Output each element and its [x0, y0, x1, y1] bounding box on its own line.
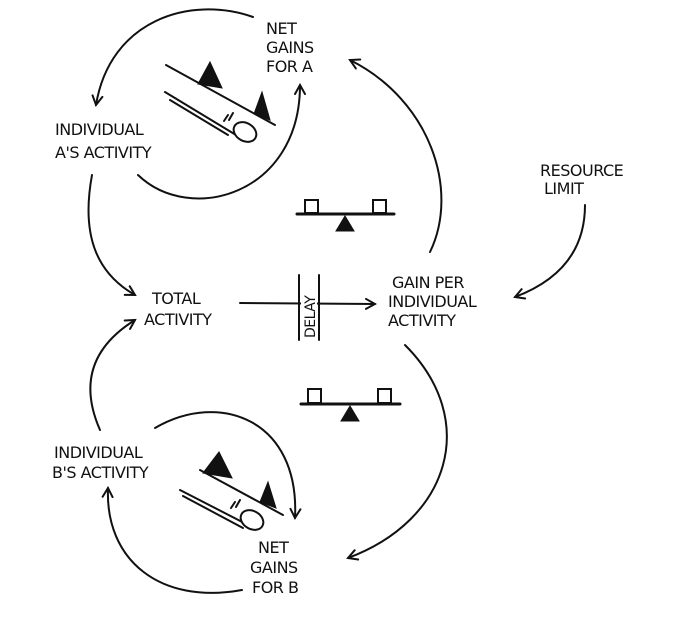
node-gain-per-activity: GAIN PER INDIVIDUAL ACTIVITY [388, 273, 477, 330]
node-label-line: ACTIVITY [144, 310, 212, 329]
arrow-individual-a-to-total [87, 174, 135, 295]
snowball [232, 121, 258, 143]
node-label-line: B'S ACTIVITY [52, 463, 149, 482]
arrow-gain-per-to-net-b [348, 344, 448, 558]
balance-seesaw-icon [295, 199, 396, 232]
tree-icon [253, 90, 271, 121]
motion-lines [223, 112, 234, 122]
node-label-line: INDIVIDUAL [54, 443, 143, 462]
arrow-individual-b-to-net-b [154, 411, 295, 518]
node-label-line: FOR A [266, 57, 313, 76]
node-label-line: INDIVIDUAL [388, 292, 477, 311]
node-individual-b: INDIVIDUAL B'S ACTIVITY [52, 443, 149, 482]
snow-trail [164, 91, 237, 136]
balance-seesaw-icon [299, 388, 402, 422]
snow-trail [169, 99, 229, 136]
motion-lines [230, 499, 241, 509]
arrow-net-a-to-individual-a [96, 8, 254, 105]
snowball [239, 509, 265, 531]
hill-slope [199, 469, 284, 516]
node-net-gains-a: NET GAINS FOR A [266, 19, 315, 76]
node-label-line: RESOURCE [540, 161, 624, 180]
node-label-line: NET [258, 538, 289, 557]
snow-trail [179, 489, 251, 527]
node-label-line: GAIN PER [392, 273, 464, 292]
node-individual-a: INDIVIDUAL A'S ACTIVITY [55, 120, 152, 162]
node-label-line: NET [266, 19, 297, 38]
node-total-activity: TOTAL ACTIVITY [144, 289, 213, 329]
seesaw-weight [307, 388, 322, 404]
node-label-line: A'S ACTIVITY [55, 143, 152, 162]
node-label-line: TOTAL [151, 289, 201, 308]
node-label-line: GAINS [250, 558, 298, 577]
node-label-line: LIMIT [544, 179, 584, 198]
tree-icon [202, 451, 233, 479]
node-label-line: ACTIVITY [388, 311, 456, 330]
arrow-gain-per-to-net-a [350, 60, 443, 253]
delay-label: DELAY [303, 295, 319, 338]
delay-backdrop [301, 277, 317, 339]
seesaw-fulcrum [335, 215, 355, 232]
arrow-resource-to-gain-per [515, 204, 586, 297]
tree-icon [197, 60, 223, 89]
seesaw-weight [304, 199, 319, 214]
seesaw-weight [372, 199, 387, 214]
delay-marker: DELAY [298, 274, 320, 341]
arrow-individual-a-to-net-a [137, 85, 300, 200]
tree-icon [259, 480, 277, 509]
snow-trail [182, 495, 244, 529]
arrow-net-b-to-individual-b [108, 488, 243, 594]
snowball-hill-icon [164, 60, 276, 143]
node-label-line: FOR B [252, 578, 298, 597]
node-label-line: GAINS [266, 38, 314, 57]
seesaw-fulcrum [340, 405, 360, 422]
node-resource-limit: RESOURCE LIMIT [540, 161, 624, 198]
node-label-line: INDIVIDUAL [55, 120, 144, 139]
node-net-gains-b: NET GAINS FOR B [250, 538, 299, 597]
snowball-hill-icon [179, 451, 284, 531]
arrow-individual-b-to-total [89, 320, 135, 431]
seesaw-weight [377, 388, 392, 404]
